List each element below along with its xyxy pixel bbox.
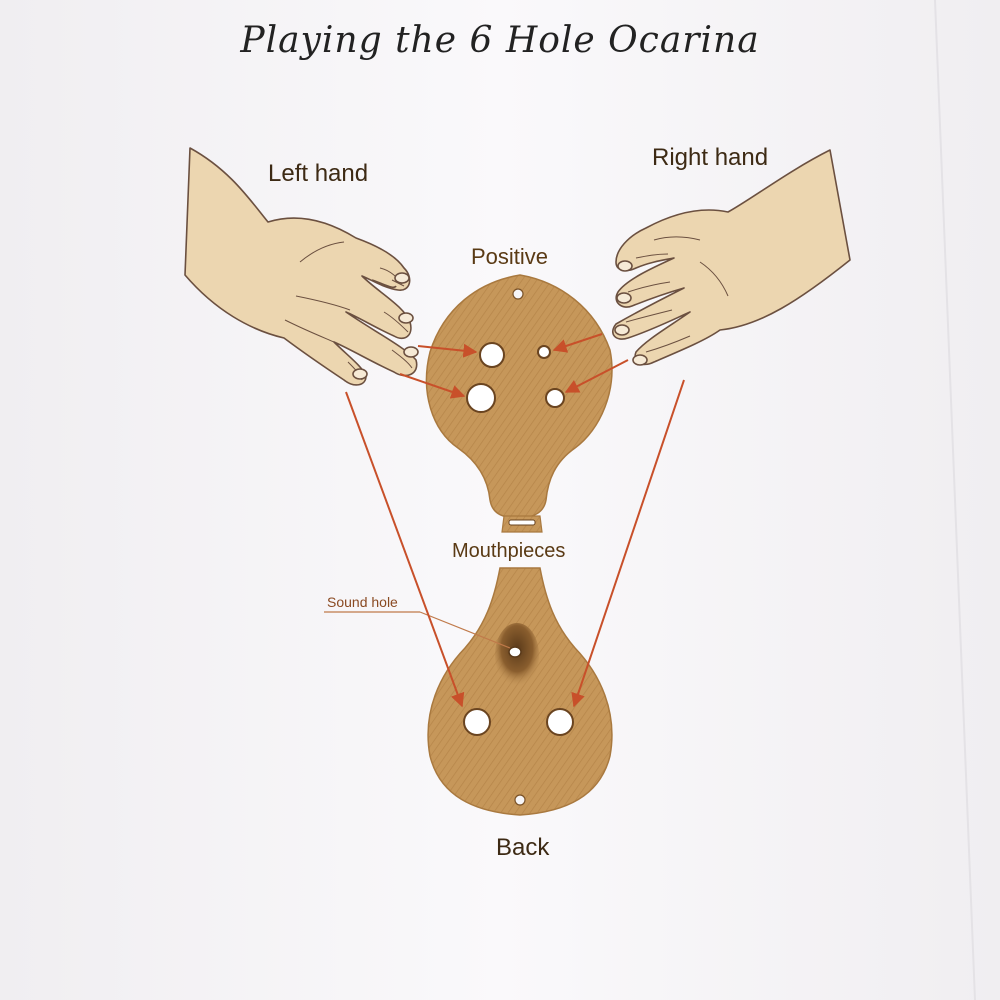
arrow-left-thumb-to-back [345,391,465,708]
page-title: Playing the 6 Hole Ocarina [240,20,760,61]
mouthpieces-label: Mouthpieces [452,540,566,562]
back-lanyard-hole [514,794,526,806]
front-hole-right-lower [545,388,565,408]
sound-hole [508,646,522,658]
arrow-left-index-to-front [417,343,478,358]
arrow-right-thumb-to-back [571,379,685,708]
sound-hole-leader [324,611,511,649]
arrow-right-middle-to-front [564,359,629,393]
left-hand-icon [184,147,419,386]
front-lanyard-hole [512,288,524,300]
right-hand-label: Right hand [652,144,769,171]
positive-label: Positive [471,244,549,269]
front-hole-left-upper [479,342,505,368]
ocarina-back-icon [427,567,613,816]
front-hole-left-lower [466,383,496,413]
back-label: Back [496,834,550,861]
finger-arrows [345,333,685,708]
ocarina-front-icon [425,274,613,519]
mouthpiece-front [501,515,543,533]
right-hand-icon [612,149,851,366]
ocarina-back-body [427,567,613,816]
left-hand-label: Left hand [268,160,369,187]
back-hole-left [463,708,491,736]
arrow-right-index-to-front [552,333,603,353]
arrow-left-middle-to-front [399,373,466,399]
sound-hole-label: Sound hole [327,594,398,610]
front-hole-right-small [537,345,551,359]
back-hole-right [546,708,574,736]
